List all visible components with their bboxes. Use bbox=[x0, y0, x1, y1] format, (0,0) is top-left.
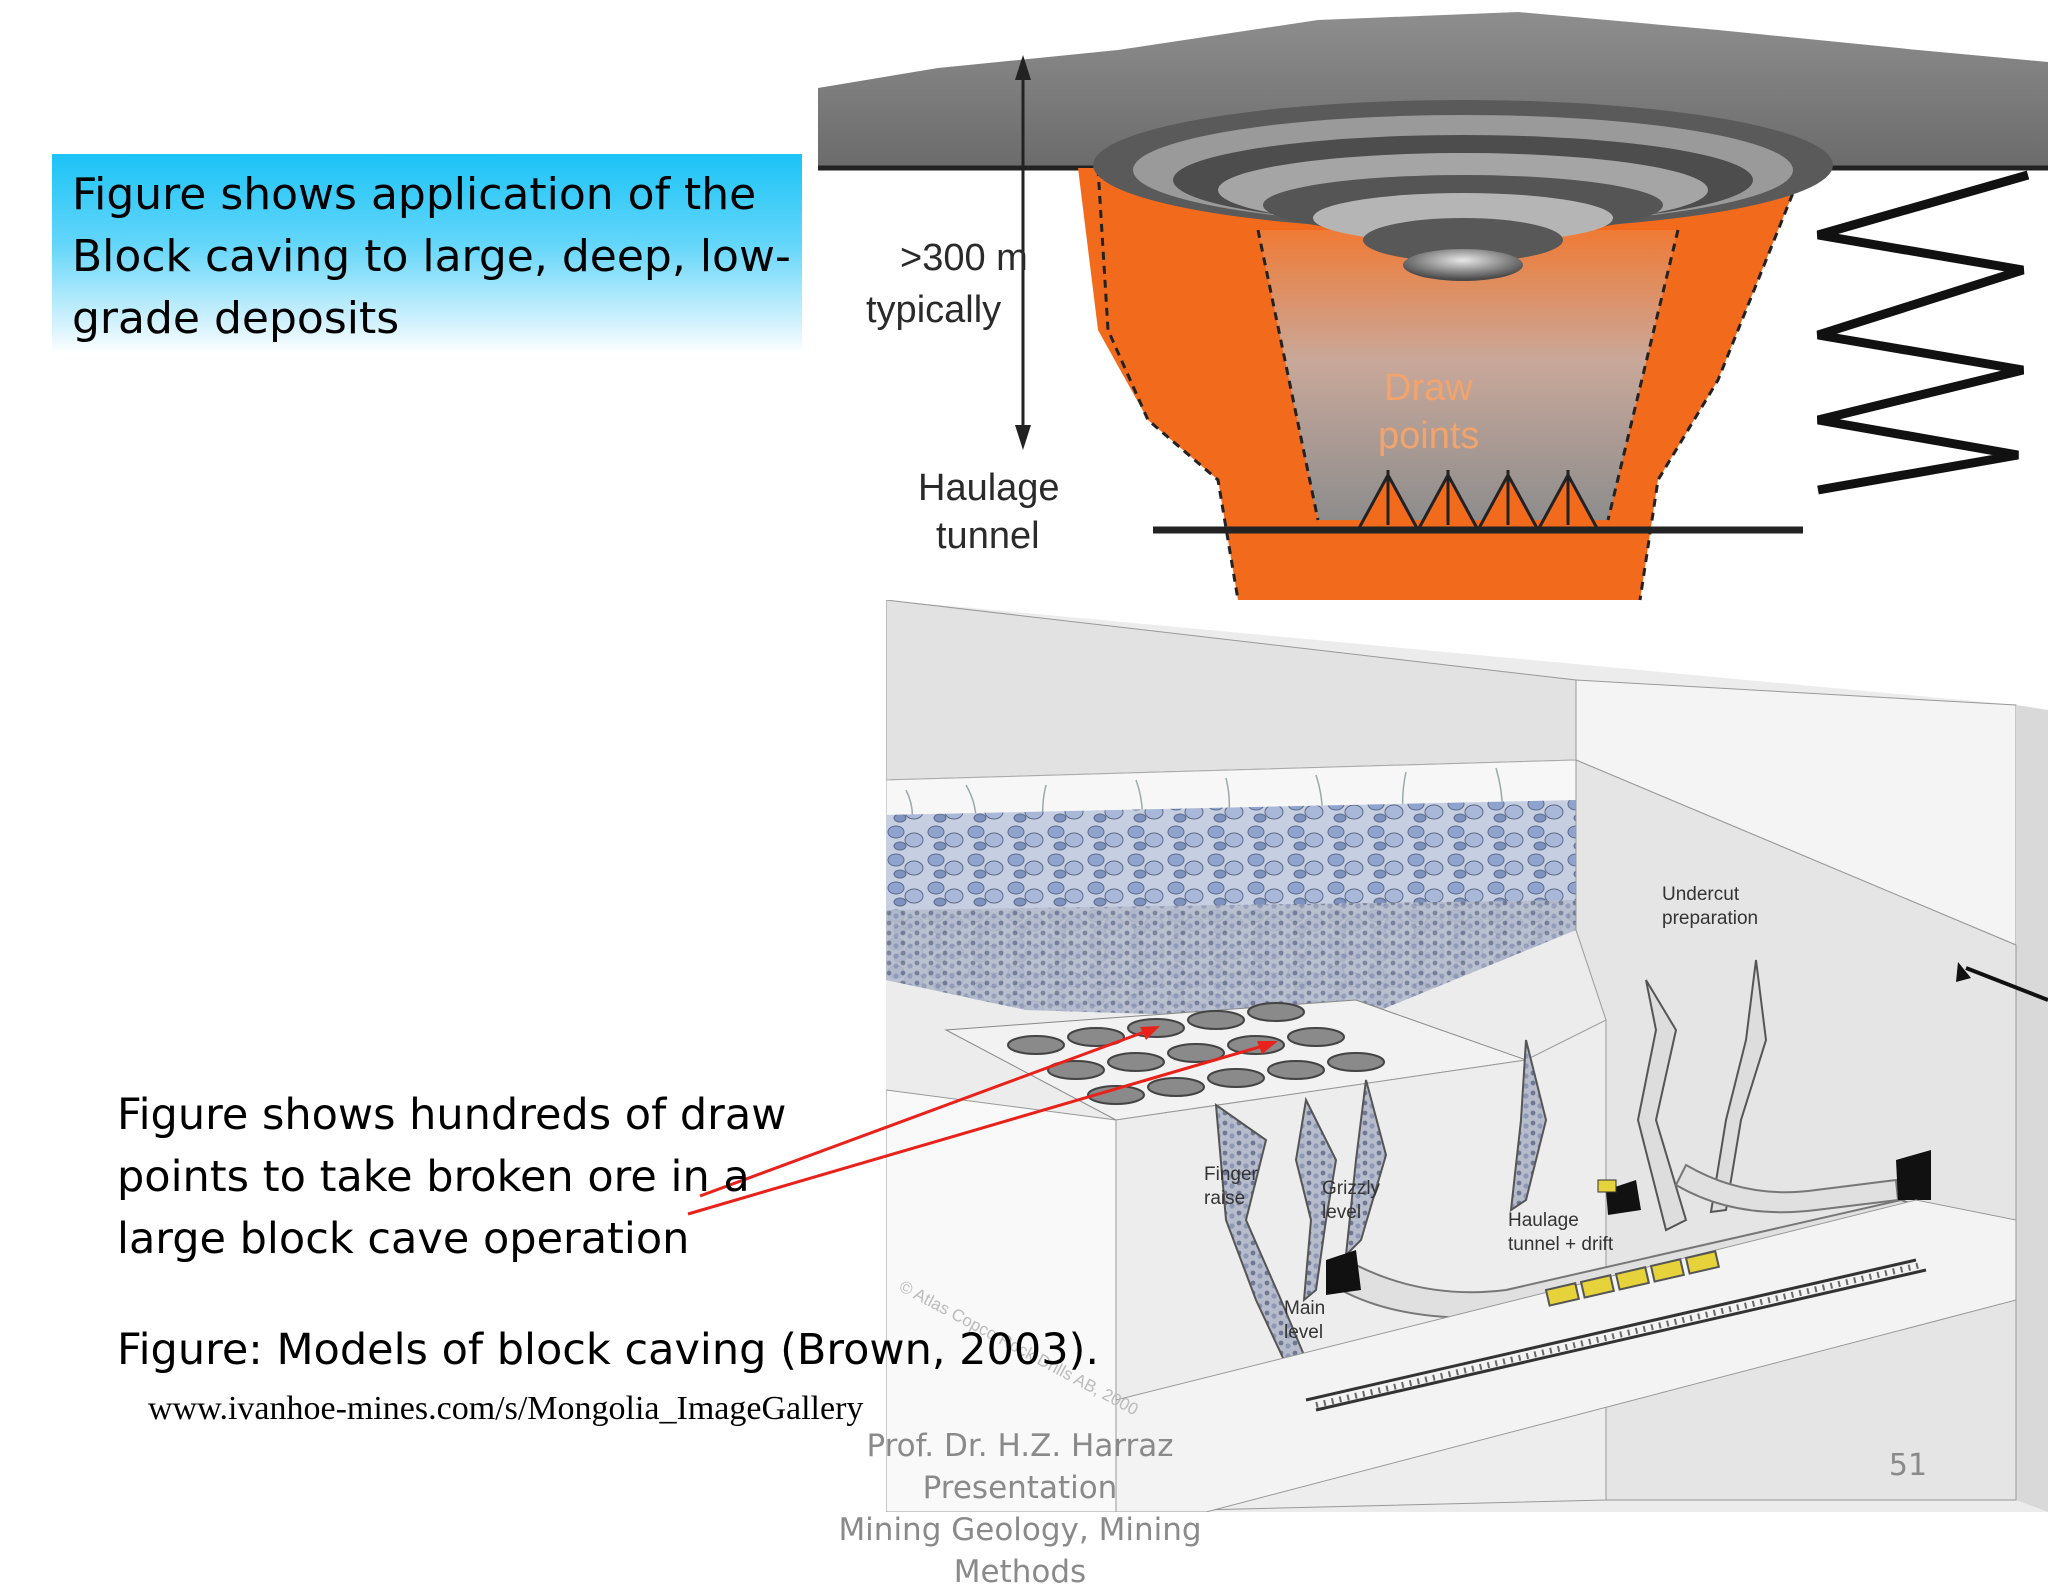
haulage-drift-label-1: Haulage bbox=[1508, 1210, 1579, 1231]
callout-line-2: Block caving to large, deep, low- bbox=[72, 231, 791, 282]
source-url: www.ivanhoe-mines.com/s/Mongolia_ImageGa… bbox=[148, 1390, 864, 1427]
main-level-label-2: level bbox=[1284, 1322, 1323, 1343]
depth-arrow-top bbox=[1015, 55, 1031, 80]
rail-track bbox=[1305, 1258, 1917, 1402]
draw-point-teeth bbox=[1355, 471, 1601, 534]
undercut-label-1: Undercut bbox=[1662, 884, 1740, 905]
finger-label-1: Finger bbox=[1204, 1164, 1259, 1185]
block-cave-cross-section-figure: >300 m typically Haulage tunnel Draw poi… bbox=[818, 12, 2048, 601]
draw-cone bbox=[1258, 230, 1678, 520]
draw-label-1: Draw bbox=[1384, 367, 1473, 409]
body-line-2: points to take broken ore in a bbox=[117, 1152, 750, 1202]
grizzly-label-2: level bbox=[1322, 1202, 1361, 1223]
footer-line-2: Mining Geology, Mining Methods bbox=[838, 1512, 1202, 1590]
depth-arrow-bottom bbox=[1015, 425, 1031, 450]
body-line-3: large block cave operation bbox=[117, 1214, 690, 1264]
grizzly-label-1: Grizzly bbox=[1322, 1178, 1381, 1199]
slide-footer: Prof. Dr. H.Z. Harraz Presentation Minin… bbox=[770, 1425, 1270, 1593]
depth-label-1: >300 m bbox=[900, 237, 1028, 279]
ore-train bbox=[1544, 1250, 1721, 1307]
zigzag-spring bbox=[1816, 170, 2030, 495]
callout-line-1: Figure shows application of the bbox=[72, 169, 757, 220]
haulage-label-2: tunnel bbox=[936, 515, 1040, 557]
block-cave-3d-figure: Undercut preparation Finger raise Grizzl… bbox=[886, 600, 2048, 1512]
haulage-drift-label-2: tunnel + drift bbox=[1508, 1234, 1614, 1255]
body-line-1: Figure shows hundreds of draw bbox=[117, 1090, 787, 1140]
callout-box bbox=[52, 154, 802, 354]
body-text: Figure shows hundreds of draw points to … bbox=[117, 1084, 817, 1270]
haulage-label-1: Haulage bbox=[918, 467, 1060, 509]
figure-caption: Figure: Models of block caving (Brown, 2… bbox=[117, 1325, 1100, 1375]
depth-label-2: typically bbox=[866, 289, 1001, 331]
finger-label-2: raise bbox=[1204, 1188, 1245, 1209]
undercut-label-2: preparation bbox=[1662, 908, 1758, 929]
page-number: 51 bbox=[1888, 1448, 1928, 1483]
footer-line-1: Prof. Dr. H.Z. Harraz Presentation bbox=[866, 1428, 1174, 1506]
callout-line-3: grade deposits bbox=[72, 293, 400, 344]
main-level-label-1: Main bbox=[1284, 1298, 1325, 1319]
undercut-raises bbox=[1636, 959, 1768, 1232]
draw-label-2: points bbox=[1378, 415, 1479, 457]
callout-text: Figure shows application of the Block ca… bbox=[72, 164, 792, 350]
